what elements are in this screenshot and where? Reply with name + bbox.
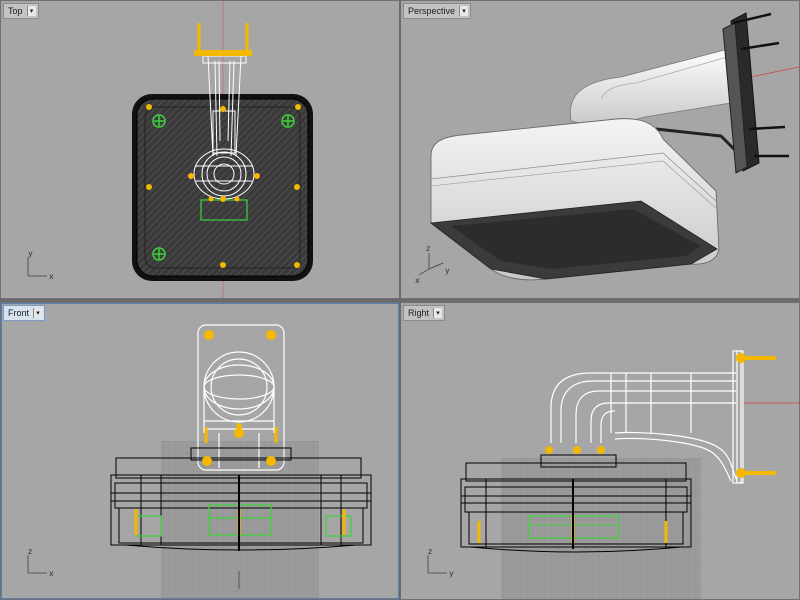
viewport-title-perspective: Perspective [408,6,456,16]
arm-wireframe-front [197,324,285,471]
viewport-title-right: Right [408,308,430,318]
top-view-canvas: y x [27,1,313,298]
housing-wireframe-front [110,447,372,551]
viewport-perspective[interactable]: z x y Perspective ▾ [401,1,799,298]
bolts-right [736,353,776,478]
housing-wireframe-right [460,454,692,553]
viewport-tab-top[interactable]: Top ▾ [3,3,39,19]
viewport-title-top: Top [8,6,23,16]
axis-label-z: z [426,244,430,253]
chevron-down-icon[interactable]: ▾ [433,308,443,318]
viewport-right[interactable]: z y Right ▾ [401,303,799,599]
right-view-canvas: z y [427,350,799,599]
axis-widget-right: z y [427,547,454,578]
front-view-canvas: z x [27,324,372,599]
housing-body-3d [429,118,720,281]
axis-label-y: y [28,249,33,258]
arm-wireframe-right [550,350,744,484]
axis-label-y: y [445,266,450,275]
chevron-down-icon[interactable]: ▾ [33,308,43,318]
axis-label-x: x [49,272,54,281]
viewport-divider-vertical[interactable] [399,0,401,600]
chevron-down-icon[interactable]: ▾ [459,6,469,16]
axis-label-z: z [428,547,432,556]
bracket-base-top [132,94,313,281]
axis-label-x: x [49,569,54,578]
viewport-tab-right[interactable]: Right ▾ [403,305,446,321]
arm-wireframe-top [193,55,255,200]
axis-widget-front: z x [27,547,54,578]
perspective-view-canvas: z x y [415,12,799,285]
viewport-tab-perspective[interactable]: Perspective ▾ [403,3,472,19]
wall-plate-3d [722,12,789,174]
axis-label-z: z [28,547,32,556]
viewport-top[interactable]: y x Top ▾ [1,1,399,298]
screw-holes-top [152,114,295,261]
viewport-tab-front[interactable]: Front ▾ [3,305,46,321]
viewport-front[interactable]: z x Front ▾ [1,303,399,599]
viewport-title-front: Front [8,308,30,318]
control-points-front [202,330,276,466]
axis-label-y: y [449,569,454,578]
axis-label-x: x [415,276,420,285]
chevron-down-icon[interactable]: ▾ [26,6,36,16]
mount-bolts-top [194,23,252,56]
control-points-top [146,104,301,268]
axis-widget-perspective: z x y [415,244,450,285]
axis-widget-top: y x [27,249,54,281]
control-points-right [545,446,605,454]
